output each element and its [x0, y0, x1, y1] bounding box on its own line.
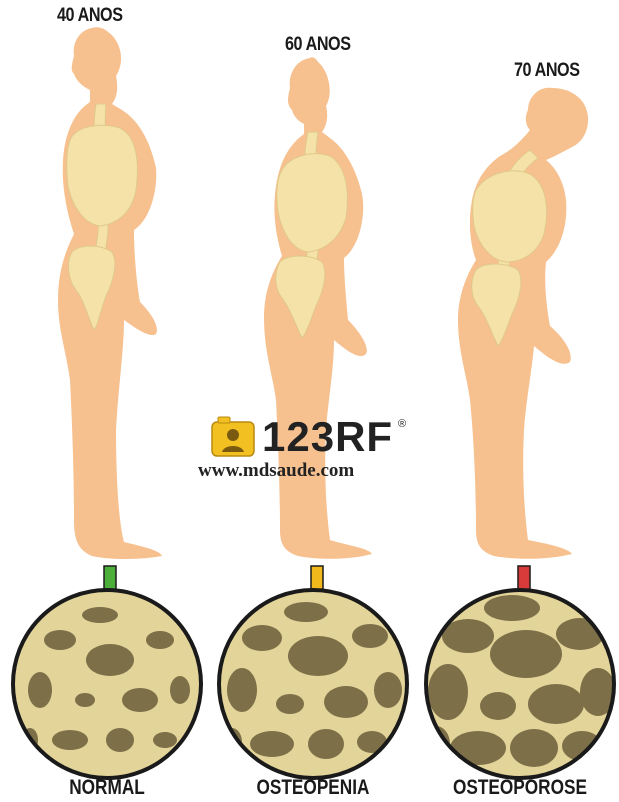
stage-label-osteoporose: OSTEOPOROSE	[438, 776, 602, 800]
stage-label-osteopenia: OSTEOPENIA	[231, 776, 395, 800]
figure-40-body	[58, 27, 162, 559]
age-label-70: 70 ANOS	[514, 60, 580, 82]
stage-label-normal: NORMAL	[25, 776, 189, 800]
age-label-40: 40 ANOS	[57, 5, 123, 27]
bone-circle-osteopenia	[219, 590, 407, 778]
watermark-registered: ®	[398, 418, 406, 430]
watermark-site: www.mdsaude.com	[198, 460, 354, 482]
age-label-60: 60 ANOS	[285, 34, 351, 56]
watermark-brand: 123RF	[262, 416, 393, 458]
bone-circle-normal	[13, 590, 201, 778]
camera-person-icon	[212, 417, 254, 456]
bone-circle-osteoporose	[422, 590, 616, 778]
